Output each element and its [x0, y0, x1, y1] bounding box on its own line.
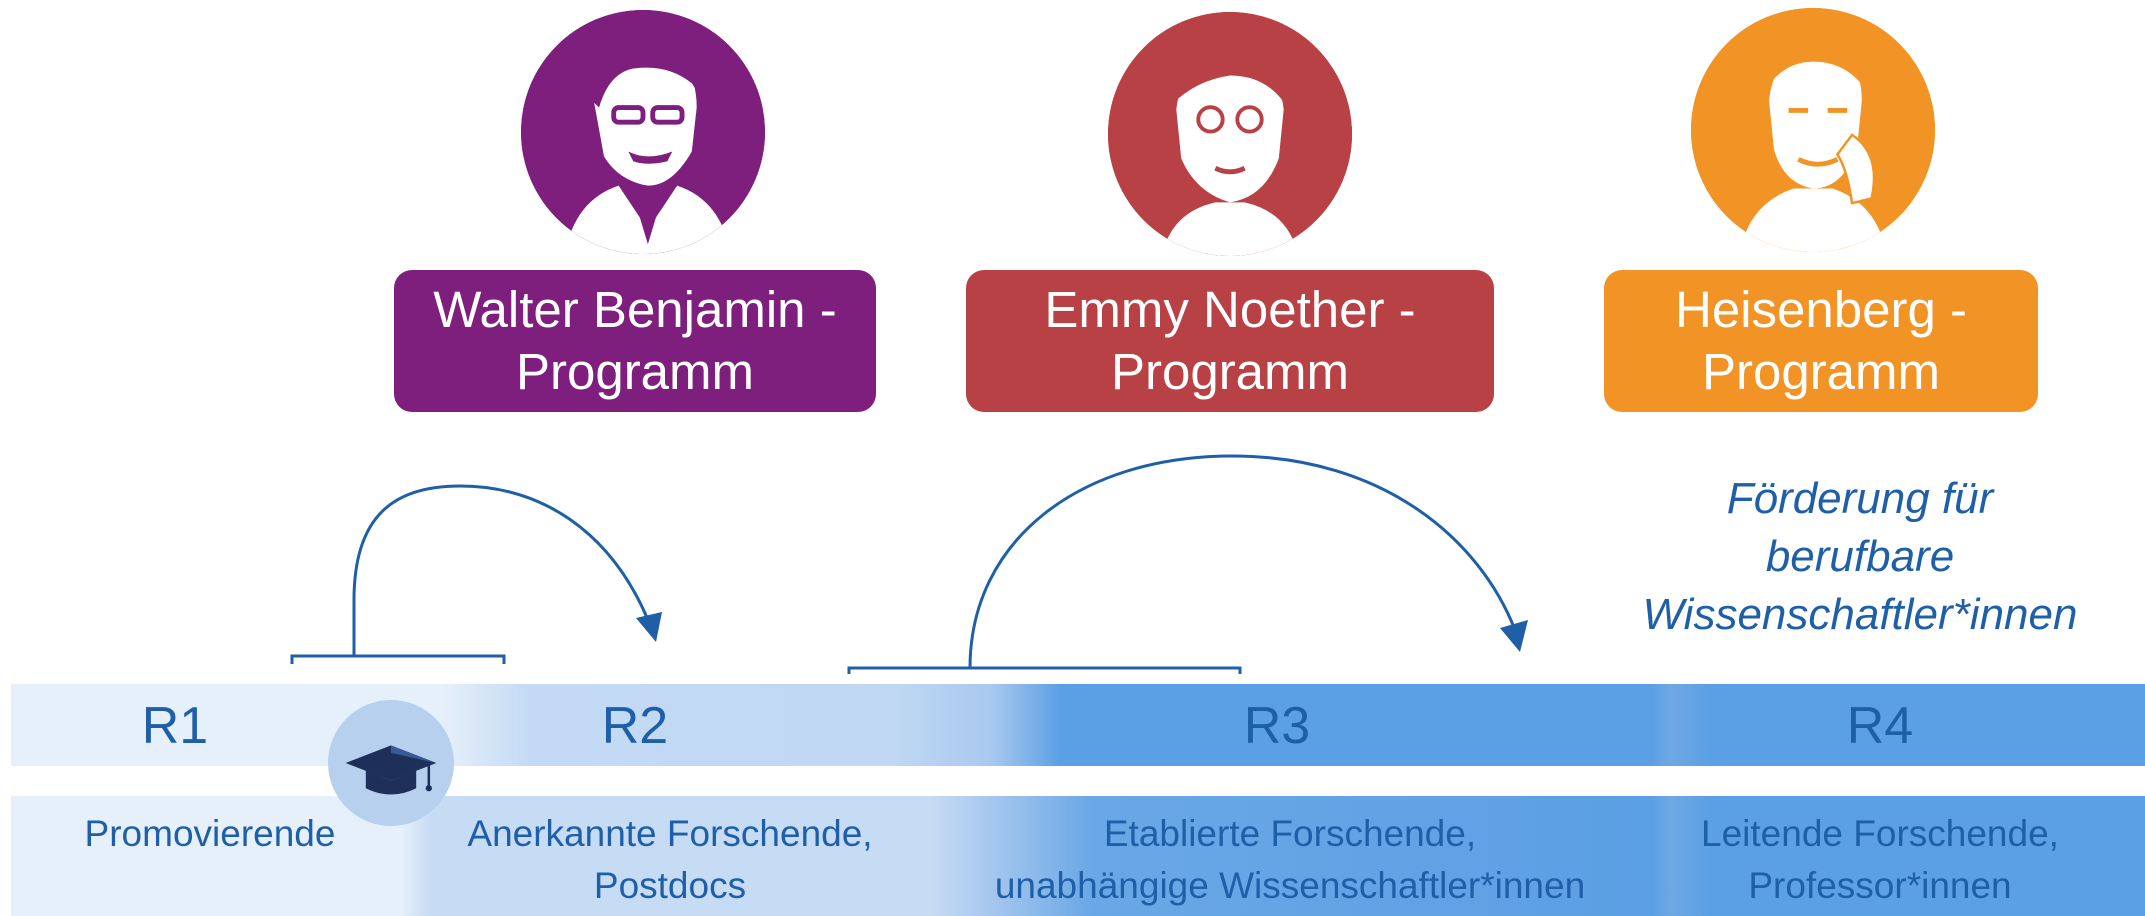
program-title-line2: Programm: [515, 343, 755, 400]
emmy-noether-portrait: [1108, 12, 1352, 256]
program-title-line1: Emmy Noether -: [1044, 281, 1416, 338]
stage-description-line1: Promovierende: [84, 813, 336, 854]
heisenberg-portrait: [1691, 8, 1935, 252]
program-title-line2: Programm: [1701, 343, 1941, 400]
stage-description-r1: Promovierende: [40, 808, 380, 860]
stage-description-line2: Postdocs: [593, 865, 747, 906]
program-title-line1: Walter Benjamin -: [433, 281, 837, 338]
program-title-line2: Programm: [1110, 343, 1350, 400]
emmy-noether-arrow: [968, 454, 1517, 669]
stage-description-r4: Leitende Forschende, Professor*innen: [1640, 808, 2120, 912]
stage-label-r2: R2: [601, 697, 669, 755]
heisenberg-program-box: Heisenberg - Programm: [1604, 270, 2038, 412]
stage-label-r1: R1: [141, 697, 209, 755]
emmy-noether-program-box: Emmy Noether - Programm: [966, 270, 1494, 412]
note-line3: Wissenschaftler*innen: [1642, 590, 2078, 639]
r1-bracket: [290, 654, 506, 664]
r2-bracket: [847, 666, 1242, 674]
program-title-line1: Heisenberg -: [1675, 281, 1967, 338]
note-line1: Förderung für: [1726, 474, 1994, 523]
walter-benjamin-program-box: Walter Benjamin - Programm: [394, 270, 876, 412]
stage-description-line1: Etablierte Forschende,: [1103, 813, 1477, 854]
heisenberg-note: Förderung für berufbare Wissenschaftler*…: [1600, 470, 2120, 644]
stage-description-line2: Professor*innen: [1748, 865, 2012, 906]
stage-description-line1: Leitende Forschende,: [1701, 813, 2059, 854]
stage-label-r3: R3: [1243, 697, 1311, 755]
stage-description-r2: Anerkannte Forschende, Postdocs: [400, 808, 940, 912]
stage-description-line1: Anerkannte Forschende,: [467, 813, 873, 854]
stage-description-r3: Etablierte Forschende, unabhängige Wisse…: [940, 808, 1640, 912]
walter-benjamin-arrowhead: [636, 612, 662, 642]
walter-benjamin-arrow: [352, 484, 650, 656]
note-line2: berufbare: [1765, 532, 1955, 581]
graduation-cap-icon: [328, 700, 454, 826]
emmy-noether-arrowhead: [1500, 620, 1528, 652]
stage-description-line2: unabhängige Wissenschaftler*innen: [994, 865, 1586, 906]
stage-label-r4: R4: [1846, 697, 1914, 755]
walter-benjamin-portrait: [521, 10, 765, 254]
